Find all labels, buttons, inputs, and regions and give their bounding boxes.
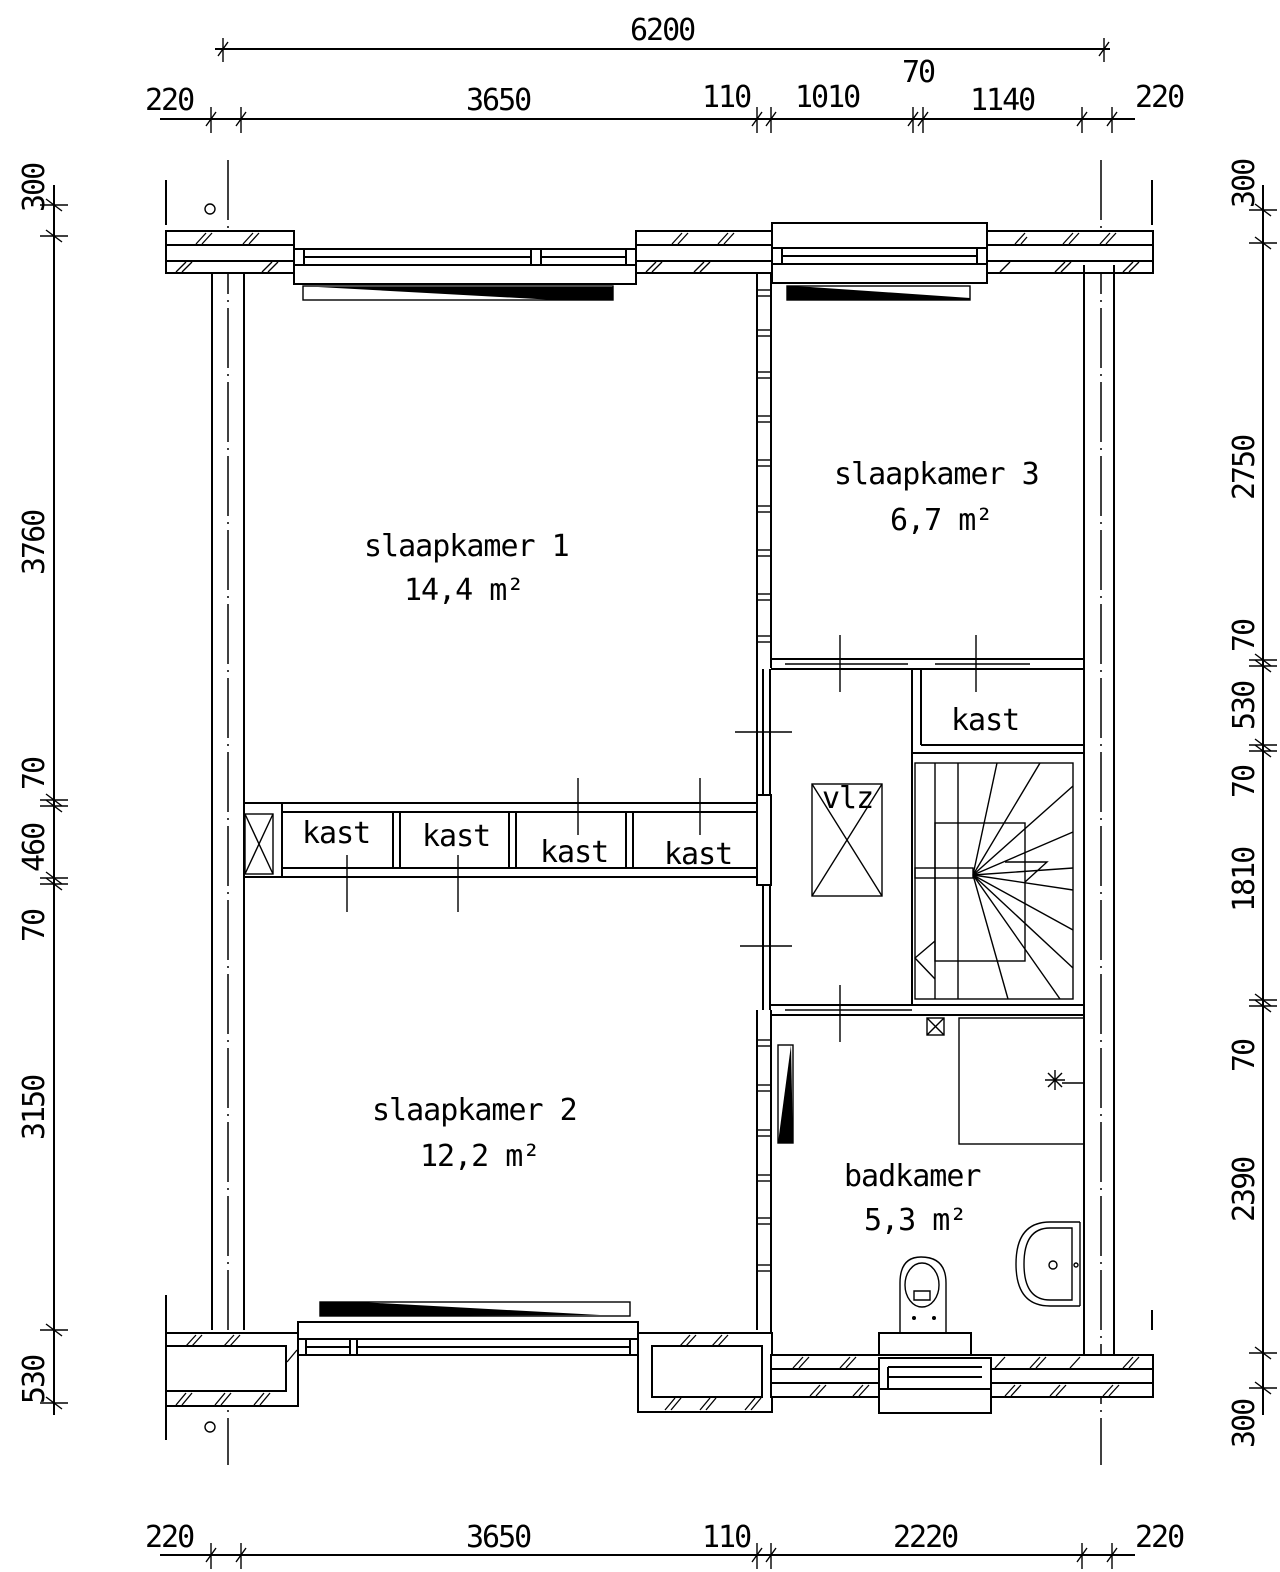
dim-bottom-2: 110 bbox=[702, 1520, 751, 1555]
dim-left-0: 300 bbox=[17, 163, 52, 212]
top-facade-wall bbox=[165, 222, 1154, 301]
dim-top-1: 3650 bbox=[466, 83, 531, 118]
dim-bottom-4: 220 bbox=[1135, 1520, 1184, 1555]
room-name: slaapkamer 1 bbox=[364, 529, 569, 564]
grid-marker-icon bbox=[204, 1421, 216, 1433]
staircase[interactable] bbox=[913, 762, 1074, 1000]
room-slaapkamer-1[interactable]: slaapkamer 1 14,4 m² bbox=[364, 529, 570, 608]
dim-right-1: 2750 bbox=[1227, 435, 1262, 500]
room-slaapkamer-2[interactable]: slaapkamer 2 12,2 m² bbox=[372, 1093, 578, 1174]
room-slaapkamer-3[interactable]: slaapkamer 3 6,7 m² bbox=[834, 457, 1040, 538]
closet-label-2: kast bbox=[422, 819, 490, 854]
landing-label: vlz bbox=[822, 781, 873, 816]
window-slaapkamer-1 bbox=[293, 248, 637, 285]
dim-left-5: 3150 bbox=[17, 1075, 52, 1140]
dim-left-4: 70 bbox=[17, 909, 52, 942]
closet-label-4: kast bbox=[664, 837, 732, 872]
dim-top-4: 70 bbox=[902, 55, 935, 90]
room-area: 12,2 m² bbox=[420, 1139, 539, 1174]
dim-left-1: 3760 bbox=[17, 510, 52, 575]
room-area: 14,4 m² bbox=[404, 573, 523, 608]
dim-top-0: 220 bbox=[145, 83, 194, 118]
dim-left-2: 70 bbox=[17, 757, 52, 790]
window-slaapkamer-3 bbox=[771, 222, 988, 284]
radiator bbox=[778, 1045, 793, 1143]
right-dimension-chain: 300 2750 70 530 70 1810 70 2390 300 bbox=[1227, 159, 1277, 1448]
side-walls bbox=[211, 265, 1115, 1370]
dim-overall-width: 6200 bbox=[630, 13, 695, 48]
dim-bottom-3: 2220 bbox=[893, 1520, 958, 1555]
dim-top-2: 110 bbox=[702, 80, 751, 115]
shower-drain-icon bbox=[1045, 1070, 1084, 1090]
shower bbox=[958, 1017, 1085, 1145]
dim-right-0: 300 bbox=[1227, 159, 1262, 208]
dim-right-6: 70 bbox=[1227, 1039, 1262, 1072]
closet-label-1: kast bbox=[302, 816, 370, 851]
room-name: slaapkamer 2 bbox=[372, 1093, 577, 1128]
room-name: badkamer bbox=[844, 1159, 981, 1194]
top-dimension-chain: 6200 220 3650 110 1010 70 1140 220 bbox=[145, 13, 1186, 133]
closet-label-3: kast bbox=[540, 835, 608, 870]
dim-left-6: 530 bbox=[17, 1355, 52, 1404]
room-area: 5,3 m² bbox=[864, 1203, 966, 1238]
dim-top-5: 1140 bbox=[970, 83, 1035, 118]
dim-right-2: 70 bbox=[1227, 619, 1262, 652]
dim-right-4: 70 bbox=[1227, 765, 1262, 798]
landing-void bbox=[811, 783, 883, 897]
dim-right-7: 2390 bbox=[1227, 1157, 1262, 1222]
left-dimension-chain: 300 3760 70 460 70 3150 530 bbox=[17, 163, 68, 1415]
bottom-dimension-chain: 220 3650 110 2220 220 bbox=[145, 1520, 1186, 1569]
dim-top-3: 1010 bbox=[795, 80, 860, 115]
toilet-icon bbox=[878, 1256, 972, 1359]
washbasin-icon bbox=[1015, 1221, 1081, 1307]
dim-bottom-1: 3650 bbox=[466, 1520, 531, 1555]
bottom-facade-wall bbox=[165, 1301, 1154, 1414]
interior-walls bbox=[244, 273, 1084, 1370]
grid-marker-icon bbox=[204, 203, 216, 215]
dim-right-8: 300 bbox=[1227, 1399, 1262, 1448]
room-area: 6,7 m² bbox=[890, 503, 992, 538]
bathroom-fixtures bbox=[777, 1017, 1085, 1359]
dim-right-3: 530 bbox=[1227, 681, 1262, 730]
dim-right-5: 1810 bbox=[1227, 847, 1262, 912]
dim-left-3: 460 bbox=[17, 823, 52, 872]
closet-label-5: kast bbox=[951, 703, 1019, 738]
dim-top-6: 220 bbox=[1135, 80, 1184, 115]
dim-bottom-0: 220 bbox=[145, 1520, 194, 1555]
room-name: slaapkamer 3 bbox=[834, 457, 1039, 492]
room-badkamer[interactable]: badkamer 5,3 m² bbox=[844, 1159, 982, 1238]
ventilation-shaft-icon bbox=[926, 1017, 945, 1036]
